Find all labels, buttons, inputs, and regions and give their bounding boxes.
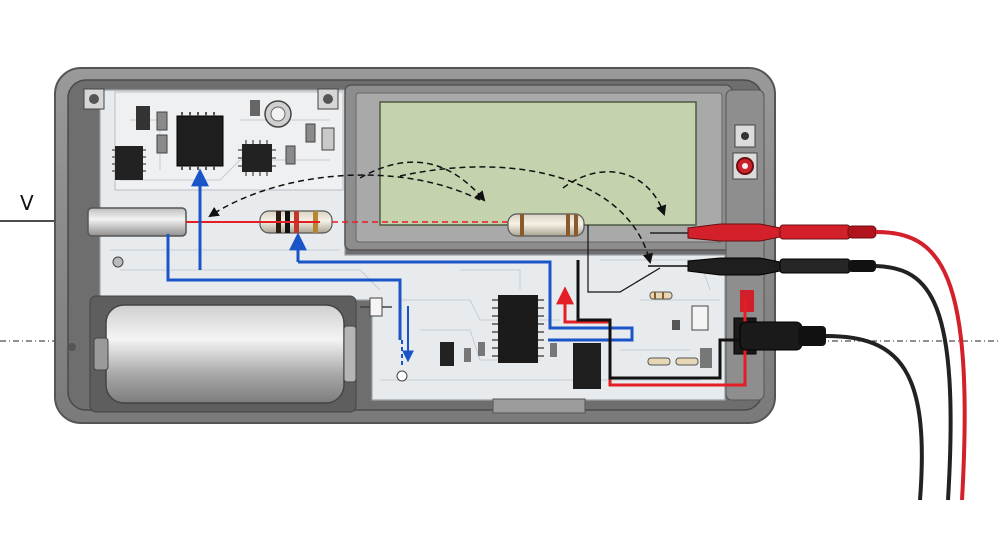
com-plug: [739, 321, 924, 501]
probe-black: [648, 257, 953, 501]
blue-trace-main: [298, 260, 634, 342]
case-tab: [492, 398, 586, 414]
relay: [573, 343, 601, 389]
pcb-top-left: [114, 91, 344, 191]
ic-chip-qfp: [238, 140, 276, 176]
smd-part: [691, 305, 709, 331]
input-terminal: [87, 207, 187, 237]
lcd-screen-icon: [379, 101, 697, 226]
arrow-lcd-2: [562, 171, 667, 216]
arrow-lcd-1: [359, 161, 486, 202]
ic-chip-icon: [176, 112, 224, 170]
red-jack-block: [740, 290, 754, 312]
smd-part: [478, 342, 485, 356]
black-trace: [576, 260, 740, 380]
smd-part: [464, 348, 471, 362]
jack-icon: [732, 124, 758, 180]
capacitor-icon: [264, 100, 292, 128]
smd-part: [321, 127, 335, 151]
ic-dip-chip: [492, 295, 544, 363]
arrow-to-input: [208, 174, 481, 218]
test-point: [396, 370, 408, 382]
smd-part: [305, 123, 316, 143]
resistor-on-lcd: [507, 213, 585, 237]
battery-icon: [93, 304, 357, 404]
smd-part: [156, 134, 168, 154]
test-point: [112, 256, 124, 268]
blue-trace-left: [166, 234, 402, 340]
small-ic: [440, 342, 454, 366]
smd-part: [250, 100, 260, 116]
probe-icon: [650, 223, 967, 501]
arrow-to-probe: [399, 166, 654, 265]
smd-part: [550, 343, 557, 357]
smd-part: [156, 111, 168, 131]
smd-part: [136, 106, 150, 130]
black-lead-trace: [587, 225, 661, 293]
fuse-icon: [647, 291, 712, 368]
smd-part: [285, 145, 296, 165]
smd-part: [672, 320, 680, 330]
battery-clip: [360, 297, 392, 317]
input-label: V: [20, 191, 34, 215]
ic-chip-small-left: [112, 146, 146, 180]
